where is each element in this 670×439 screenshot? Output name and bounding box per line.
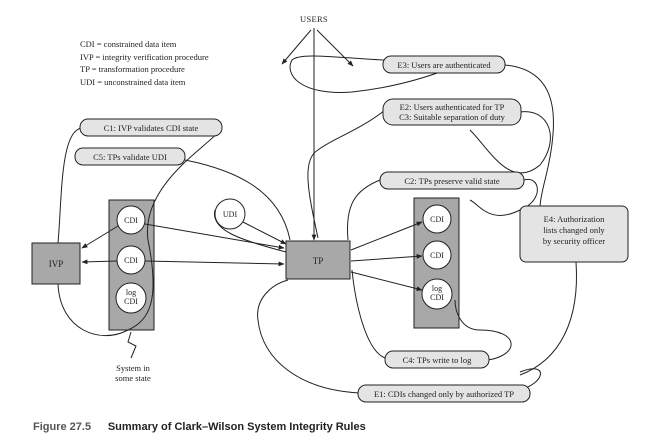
- figure-title: Summary of Clark–Wilson System Integrity…: [107, 421, 366, 433]
- tp-label: TP: [313, 256, 324, 266]
- users-label: USERS: [300, 14, 328, 24]
- left-log-cdi: [115, 282, 147, 314]
- right-cdi-1-label: CDI: [430, 215, 444, 224]
- system-state-line2: some state: [115, 373, 151, 383]
- left-cdi-2: [116, 245, 146, 275]
- legend-tp: TP = transformation procedure: [80, 64, 185, 74]
- rule-e4-line3: by security officer: [543, 236, 605, 246]
- legend-ivp: IVP = integrity verification procedure: [80, 51, 209, 62]
- left-log-label-2: CDI: [124, 297, 138, 306]
- rule-e2-line2: C3: Suitable separation of duty: [399, 112, 506, 122]
- right-cdi-2: [422, 240, 452, 270]
- rule-e2-pill: [382, 98, 522, 126]
- udi-circle: [214, 198, 246, 230]
- left-log-label-1: log: [126, 288, 136, 297]
- rule-e3: E3: Users are authenticated: [397, 60, 491, 70]
- system-state-pointer: [127, 331, 137, 359]
- rule-c1: C1: IVP validates CDI state: [104, 123, 199, 133]
- rule-e1-pill: [357, 384, 531, 403]
- rule-c5-pill: [74, 147, 186, 166]
- rule-e4-line1: E4: Authorization: [544, 214, 605, 224]
- figure-caption: Figure 27.5 Summary of Clark–Wilson Syst…: [33, 421, 366, 433]
- right-log-label-1: log: [432, 284, 442, 293]
- data-flow-arrows: [81, 221, 423, 291]
- tp-box: [285, 240, 351, 280]
- rule-c4-pill: [384, 350, 490, 369]
- ivp-box: [31, 242, 81, 285]
- rule-c2-pill: [379, 171, 525, 190]
- rule-c1-pill: [79, 118, 223, 137]
- system-state-line1: System in: [116, 363, 151, 373]
- rule-e2-line1: E2: Users authenticated for TP: [400, 102, 505, 112]
- legend-cdi: CDI = constrained data item: [80, 39, 177, 49]
- figure-number: Figure 27.5: [33, 421, 92, 433]
- rule-e1: E1: CDIs changed only by authorized TP: [374, 389, 514, 399]
- rule-e3-pill: [382, 55, 506, 74]
- right-log-label-2: CDI: [430, 293, 444, 302]
- left-cdi-1-label: CDI: [124, 216, 138, 225]
- right-log-cdi: [421, 278, 453, 310]
- rule-connectors: [57, 55, 577, 394]
- rule-c2: C2: TPs preserve valid state: [404, 176, 499, 186]
- right-cdi-2-label: CDI: [430, 251, 444, 260]
- legend-udi: UDI = unconstrained data item: [80, 76, 186, 87]
- rule-e4-line2: lists changed only: [543, 225, 605, 235]
- ivp-label: IVP: [49, 259, 64, 269]
- left-cdi-2-label: CDI: [124, 256, 138, 265]
- rule-c4: C4: TPs write to log: [403, 355, 473, 365]
- rule-c5: C5: TPs validate UDI: [93, 152, 167, 162]
- left-cdi-1: [116, 205, 146, 235]
- legend: CDI = constrained data item IVP = integr…: [80, 38, 209, 88]
- udi-label: UDI: [223, 210, 238, 219]
- rule-e4-box: [519, 205, 629, 263]
- right-cdi-1: [422, 204, 452, 234]
- users-arrows: [281, 28, 354, 241]
